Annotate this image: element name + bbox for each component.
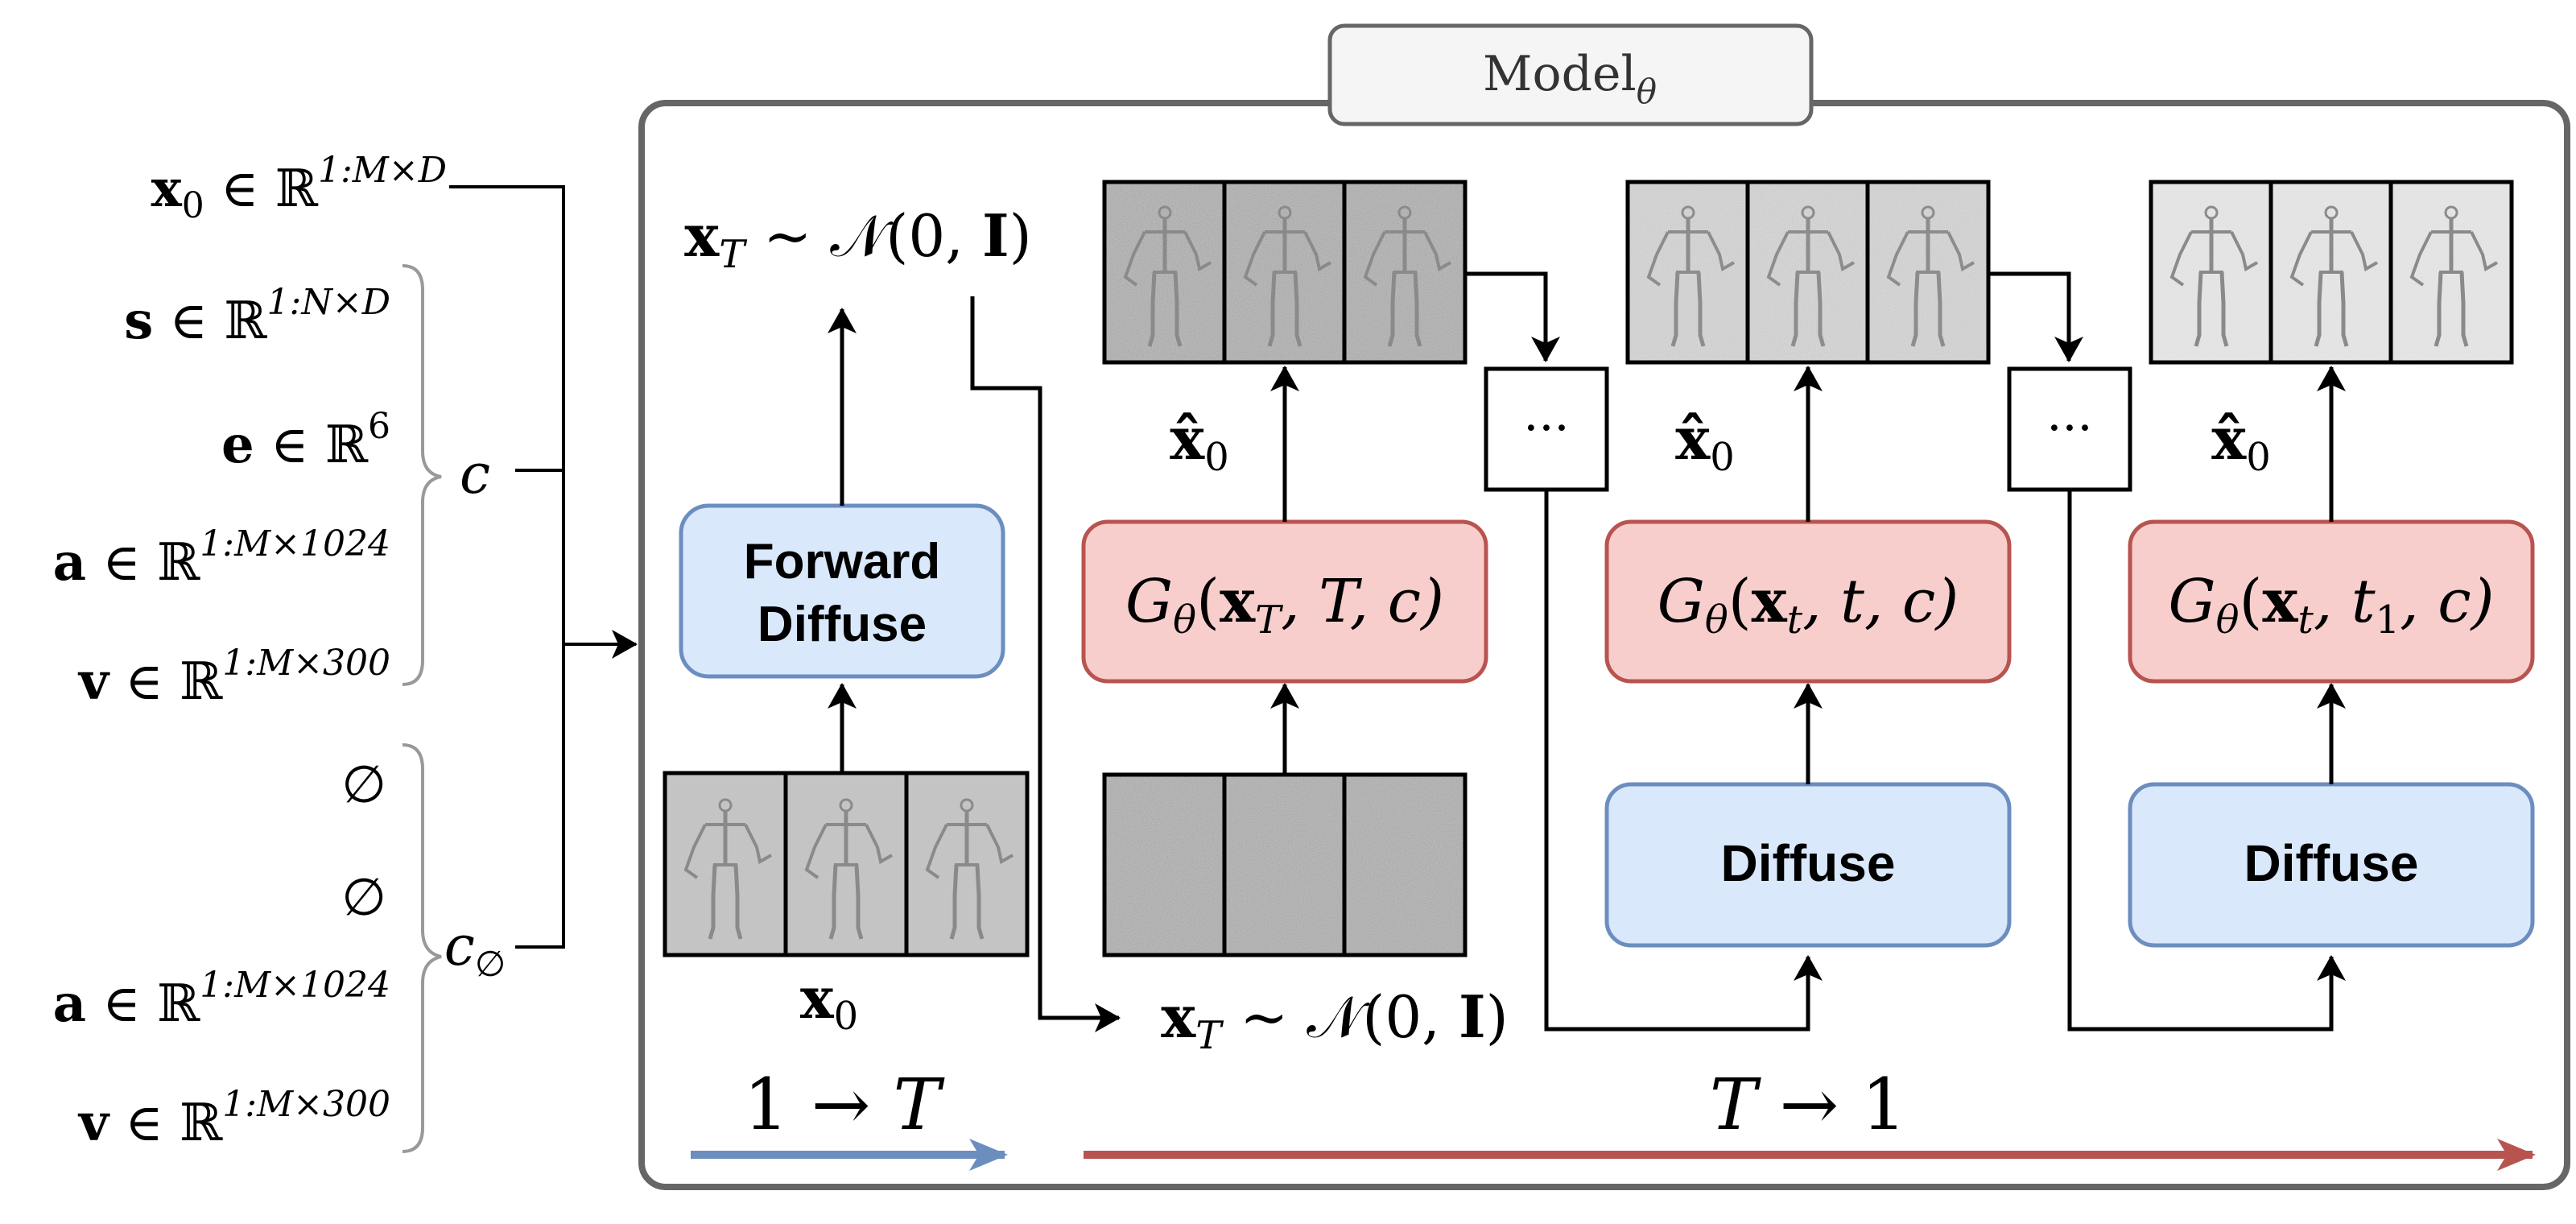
condition-c: c	[460, 443, 490, 507]
input-a-2: a ∈ ℝ1:M×1024	[53, 965, 390, 1034]
input-x0: x0 ∈ ℝ1:M×D	[151, 150, 447, 226]
model-title: Modelθ	[1483, 46, 1657, 111]
x0-label: x0	[800, 965, 858, 1039]
direction-forward: 1 → T	[744, 1063, 946, 1146]
arrow-out2-to-ellipsis2	[1988, 271, 2083, 362]
brace-c	[402, 264, 442, 686]
output-strip-2	[1625, 180, 1991, 365]
output-strip-1	[1102, 180, 1468, 365]
input-connector	[449, 185, 638, 949]
condition-c-null: c∅	[444, 915, 506, 985]
xT-noise-label-bottom: xT ∼ 𝒩(0, I)	[1161, 982, 1508, 1058]
ellipsis-label-1: ···	[1523, 400, 1569, 457]
output-strip-3	[2149, 180, 2514, 365]
input-v-2: v ∈ ℝ1:M×300	[77, 1084, 390, 1153]
input-e: e ∈ ℝ6	[221, 406, 390, 475]
xhat-label-1: x̂0	[1170, 404, 1228, 480]
xT-noise-label-top: xT ∼ 𝒩(0, I)	[684, 201, 1031, 277]
ellipsis-label-2: ···	[2046, 400, 2092, 457]
input-s: s ∈ ℝ1:N×D	[124, 282, 390, 351]
ellipsis-box-1	[1484, 366, 1609, 492]
input-null-1: ∅	[341, 755, 386, 815]
diffuse-label-1: Diffuse	[1721, 834, 1896, 892]
diffuse-label-2: Diffuse	[2244, 834, 2419, 892]
input-null-2: ∅	[341, 868, 386, 928]
generator-label-2: Gθ(xt, t, c)	[1657, 567, 1959, 643]
generator-label-1: Gθ(xT, T, c)	[1125, 567, 1444, 643]
xhat-label-3: x̂0	[2211, 404, 2270, 480]
arrow-out1-to-ellipsis1	[1465, 271, 1560, 362]
model-title-tab	[1327, 23, 1814, 126]
direction-reverse: T → 1	[1710, 1063, 1906, 1146]
input-a: a ∈ ℝ1:M×1024	[53, 523, 390, 593]
xhat-label-2: x̂0	[1675, 404, 1734, 480]
generator-label-3: Gθ(xt, t1, c)	[2168, 567, 2494, 643]
input-list: x0 ∈ ℝ1:M×D s ∈ ℝ1:N×D e ∈ ℝ6 a ∈ ℝ1:M×1…	[53, 150, 447, 1153]
motion-strip-x0	[663, 771, 1030, 957]
arrow-ellipsis2-to-diffuse2	[2067, 490, 2346, 1032]
ellipsis-box-2	[2007, 366, 2132, 492]
brace-c-null	[402, 743, 442, 1153]
arrow-ellipsis1-to-diffuse1	[1544, 490, 1823, 1032]
input-v: v ∈ ℝ1:M×300	[77, 643, 390, 712]
noise-strip-input	[1102, 772, 1468, 957]
arrow-noise-to-reverse	[970, 296, 1121, 1032]
